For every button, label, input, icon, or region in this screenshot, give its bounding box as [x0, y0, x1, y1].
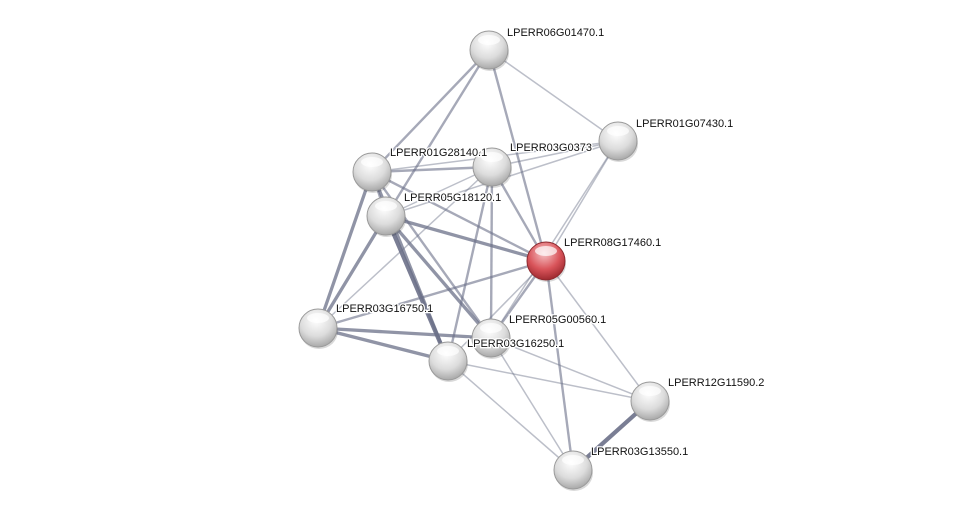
node-LPERR05G00560.1[interactable]: [471, 318, 511, 359]
node-label[interactable]: LPERR05G00560.1: [508, 313, 608, 328]
edge-I-K[interactable]: [447, 360, 574, 471]
node-LPERR03G16750.1[interactable]: [298, 308, 338, 349]
edge-F-G[interactable]: [317, 259, 547, 330]
edge-H-K[interactable]: [490, 337, 574, 471]
node-LPERR03G13550.1[interactable]: [553, 450, 593, 491]
edge-D-I[interactable]: [446, 166, 494, 362]
edge-D-H[interactable]: [489, 166, 494, 339]
node-label[interactable]: LPERR03G0373: [509, 141, 593, 156]
edge-A-C[interactable]: [371, 49, 490, 173]
node-label[interactable]: LPERR08G17460.1: [563, 236, 663, 251]
node-label[interactable]: LPERR03G16250.1: [466, 337, 566, 352]
edge-E-F[interactable]: [385, 214, 547, 263]
edge-A-F[interactable]: [487, 49, 548, 262]
node-LPERR03G0373[interactable]: [472, 147, 512, 188]
edge-B-F[interactable]: [545, 140, 619, 262]
node-label[interactable]: LPERR12G11590.2: [667, 376, 766, 391]
edge-B-D[interactable]: [491, 140, 619, 168]
node-label[interactable]: LPERR01G07430.1: [635, 117, 735, 132]
node-LPERR12G11590.2[interactable]: [630, 381, 670, 422]
edge-E-I[interactable]: [384, 215, 450, 362]
edge-I-J[interactable]: [447, 360, 651, 402]
node-LPERR05G18120.1[interactable]: [366, 196, 406, 237]
edge-A-B[interactable]: [488, 49, 619, 142]
node-label[interactable]: LPERR03G16750.1: [335, 302, 435, 317]
edge-C-D[interactable]: [371, 165, 493, 174]
node-LPERR03G16250.1[interactable]: [428, 341, 468, 382]
edge-F-I[interactable]: [447, 260, 547, 362]
node-label[interactable]: LPERR01G28140.1: [389, 146, 489, 161]
edge-D-G[interactable]: [317, 166, 493, 329]
edge-G-H[interactable]: [317, 326, 492, 340]
node-LPERR08G17460.1[interactable]: [526, 241, 566, 282]
edge-G-I[interactable]: [317, 326, 449, 363]
edge-E-G[interactable]: [316, 215, 388, 329]
node-label[interactable]: LPERR05G18120.1: [403, 191, 503, 206]
edge-F-K[interactable]: [544, 260, 575, 471]
edge-E-H[interactable]: [384, 214, 493, 340]
node-label[interactable]: LPERR06G01470.1: [506, 26, 606, 41]
edge-B-H[interactable]: [490, 140, 619, 339]
edge-F-J[interactable]: [545, 260, 651, 402]
node-LPERR01G07430.1[interactable]: [598, 121, 638, 162]
edge-H-J[interactable]: [490, 337, 651, 402]
node-label[interactable]: LPERR03G13550.1: [590, 445, 690, 460]
edge-C-G[interactable]: [316, 171, 374, 329]
node-LPERR06G01470.1[interactable]: [469, 30, 509, 71]
node-LPERR01G28140.1[interactable]: [352, 152, 392, 193]
edge-C-F[interactable]: [371, 170, 547, 263]
